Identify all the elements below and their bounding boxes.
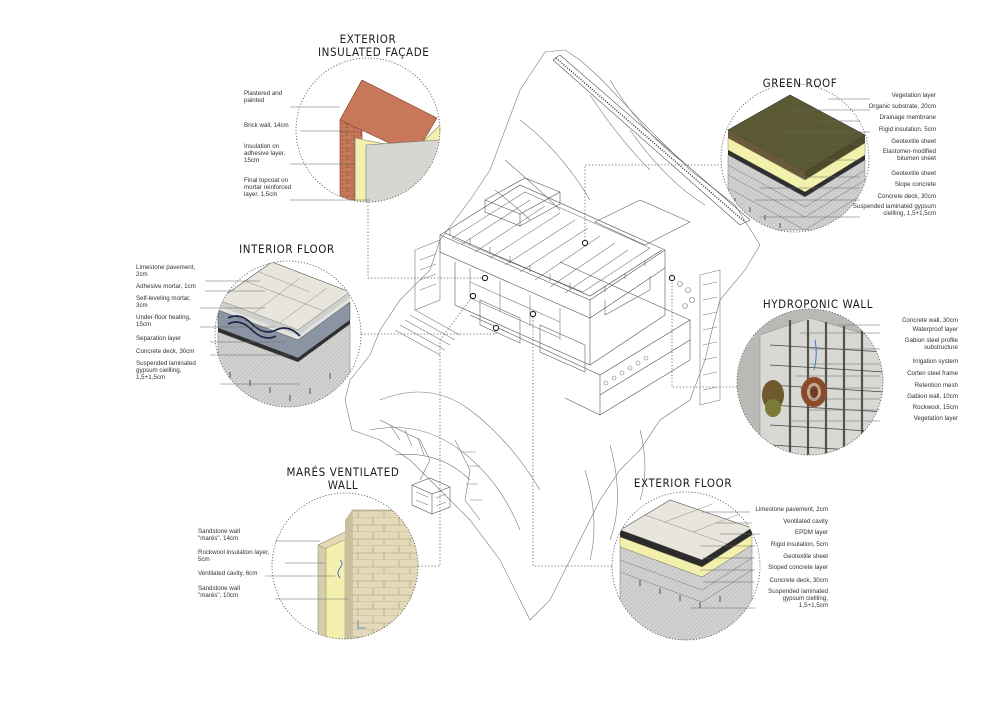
exterior-floor-layer-label: Suspended laminated gypsum ciellling, 1,…: [768, 588, 828, 610]
label-ticks: [200, 98, 880, 609]
hydroponic-layer-label: Corten steel frame: [907, 370, 958, 377]
interior-floor-layer-label: Self-leveling mortar, 3cm: [136, 295, 191, 310]
hydroponic-wall-detail: [736, 308, 884, 456]
mares-wall-detail: [271, 492, 419, 640]
exterior-floor-layer-label: Geotextile sheet: [783, 553, 828, 560]
mares-layer-label: Sandstone wall "marés", 10cm: [198, 585, 240, 600]
roof-layer-label: Vegetation layer: [891, 92, 936, 99]
mares-title-line2: WALL: [327, 478, 359, 492]
hydroponic-layer-label: Irrigation system: [912, 358, 958, 365]
exterior-floor-layer-label: Limestone pavement, 2cm: [755, 506, 828, 513]
exterior-floor-layer-label: Concrete deck, 30cm: [769, 577, 828, 584]
mares-wall-title: MARÉS VENTILATED WALL: [283, 466, 403, 492]
interior-floor-layer-label: Separation layer: [136, 335, 182, 342]
roof-layer-label: Suspended laminated gypsum ciellling, 1,…: [852, 203, 936, 218]
roof-layer-label: Organic substrate, 20cm: [868, 103, 936, 110]
exterior-floor-layer-label: Sloped concrete layer: [768, 564, 828, 571]
interior-floor-layer-label: Adhesive mortar, 1cm: [136, 283, 196, 290]
roof-layer-label: Geotextile sheet: [891, 138, 936, 145]
mares-layer-label: Sandstone wall "marés", 14cm: [198, 528, 240, 543]
interior-floor-detail: [214, 260, 362, 408]
interior-floor-layer-label: Under-floor heating, 15cm: [136, 314, 191, 329]
hydroponic-layer-label: Vegetation layer: [913, 415, 958, 422]
interior-floor-layer-label: Suspended laminated gypsum ciellling, 1,…: [136, 360, 196, 382]
exterior-floor-detail: [611, 491, 761, 641]
hydroponic-layer-label: Concrete wall, 30cm: [901, 317, 958, 324]
exterior-floor-layer-label: EPDM layer: [794, 529, 828, 536]
mares-layer-label: Ventilated cavity, 6cm: [198, 570, 258, 577]
mares-title-line1: MARÉS VENTILATED: [286, 465, 400, 479]
leader-dots: [469, 239, 676, 332]
facade-title-line2: INSULATED FAÇADE: [318, 45, 430, 59]
facade-layer-label: Plastered and painted: [244, 90, 283, 105]
exterior-floor-layer-label: Rigid insulation, 5cm: [770, 541, 828, 548]
roof-layer-label: Rigid insulation, 5cm: [878, 126, 936, 133]
interior-floor-layer-label: Concrete deck, 30cm: [136, 348, 195, 355]
hydroponic-layer-label: Gabion wall, 10cm: [907, 393, 958, 400]
interior-floor-layer-label: Limestone pavement, 2cm: [136, 264, 196, 279]
mares-layer-label: Rockwool insulation layer, 5cm: [198, 549, 270, 564]
building-axonometric: [344, 49, 761, 621]
roof-layer-label: Concrete deck, 30cm: [877, 193, 936, 200]
interior-floor-title: INTERIOR FLOOR: [239, 242, 335, 256]
facade-detail: [295, 57, 441, 203]
hydroponic-layer-label: Waterproof layer: [912, 326, 958, 333]
roof-layer-label: Elastomer-modified bitumen sheet: [882, 148, 936, 163]
hydroponic-layer-label: Retention mesh: [914, 382, 958, 389]
roof-layer-label: Geotextile sheet: [891, 170, 936, 177]
facade-layer-label: Insulation on adhesive layer, 15cm: [244, 143, 286, 165]
green-roof-title: GREEN ROOF: [762, 76, 838, 90]
hydroponic-wall-title: HYDROPONIC WALL: [762, 297, 874, 311]
exterior-floor-layer-label: Ventilated cavity: [783, 518, 828, 525]
facade-layer-label: Final topcoat on mortar reinforced layer…: [244, 177, 292, 199]
roof-layer-label: Drainage membrane: [879, 114, 936, 121]
facade-layer-label: Brick wall, 14cm: [244, 122, 289, 129]
roof-layer-label: Slope concrete: [894, 181, 936, 188]
exterior-floor-title: EXTERIOR FLOOR: [633, 476, 733, 490]
hydroponic-layer-label: Gabion steel profile substructure: [904, 337, 958, 352]
facade-title: EXTERIOR INSULATED FAÇADE: [318, 32, 429, 59]
hydroponic-layer-label: Rockwool, 15cm: [912, 404, 958, 411]
facade-title-line1: EXTERIOR: [339, 32, 397, 46]
